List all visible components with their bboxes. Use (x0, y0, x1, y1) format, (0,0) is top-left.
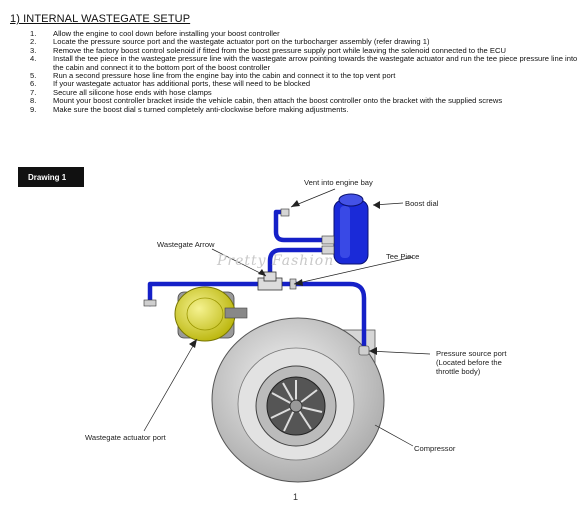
leader-lines (143, 188, 431, 447)
label-compressor: Compressor (414, 444, 456, 453)
step-number: 5. (30, 71, 37, 81)
step-text: Run a second pressure hose line from the… (53, 71, 396, 81)
step-number: 2. (30, 37, 37, 47)
step-item: 1. Allow the engine to cool down before i… (30, 29, 582, 38)
label-wastegate-actuator: Wastegate actuator port (85, 433, 166, 442)
boost-controller (321, 193, 369, 265)
pressure-hoses (147, 209, 367, 355)
step-number: 6. (30, 79, 37, 89)
label-boost-dial: Boost dial (405, 199, 439, 208)
pointer-arrowheads (189, 200, 380, 355)
instruction-steps: 1. Allow the engine to cool down before i… (30, 29, 582, 114)
page-number: 1 (293, 492, 299, 502)
step-text: Locate the pressure source port and the … (53, 37, 430, 47)
step-item: 2. Locate the pressure source port and th… (30, 37, 582, 47)
label-pressure-source-line3: throttle body) (436, 367, 481, 376)
step-item: 3. Remove the factory boost control solen… (30, 45, 582, 55)
step-number: 7. (30, 87, 37, 97)
compressor-wheel (270, 380, 323, 432)
label-pressure-source: Pressure source port (Located before the… (436, 349, 506, 376)
step-item: 6. If your wastegate actuator has additio… (30, 79, 582, 89)
step-text: Secure all silicone hose ends with hose … (53, 87, 212, 97)
wastegate-actuator (174, 286, 248, 342)
step-text: Remove the factory boost control solenoi… (53, 45, 506, 55)
section-heading: 1) INTERNAL WASTEGATE SETUP (10, 13, 191, 25)
step-text: Make sure the boost dial s turned comple… (53, 104, 349, 114)
step-item: 7. Secure all silicone hose ends with hos… (30, 87, 582, 97)
step-text: Install the tee piece in the wastegate p… (53, 54, 578, 72)
vent-port (280, 208, 290, 217)
label-vent: Vent into engine bay (304, 178, 373, 187)
step-number: 1. (30, 29, 37, 38)
watermark-text: Pretty Fashion (217, 253, 335, 269)
step-item: 4. Install the tee piece in the wastegate… (30, 55, 582, 72)
step-item: 8. Mount your boost controller bracket in… (30, 96, 582, 106)
step-item: 5. Run a second pressure hose line from t… (30, 71, 582, 81)
step-number: 3. (30, 45, 37, 55)
step-number: 4. (30, 54, 37, 64)
tee-piece (257, 271, 297, 291)
step-text: If your wastegate actuator has additiona… (53, 79, 311, 89)
label-wastegate-arrow: Wastegate Arrow (157, 240, 215, 249)
step-text: Mount your boost controller bracket insi… (53, 96, 503, 106)
label-pressure-source-line1: Pressure source port (436, 349, 507, 358)
step-text: Allow the engine to cool down before ins… (53, 29, 280, 38)
step-item: 9. Make sure the boost dial s turned comp… (30, 104, 582, 114)
drawing-title-badge: Drawing 1 (18, 167, 84, 187)
label-tee-piece: Tee Piece (386, 252, 420, 261)
compressor-housing (211, 317, 385, 483)
hose-clamp (143, 299, 370, 356)
label-pressure-source-line2: (Located before the (436, 358, 502, 367)
step-number: 8. (30, 96, 37, 106)
step-number: 9. (30, 104, 37, 114)
